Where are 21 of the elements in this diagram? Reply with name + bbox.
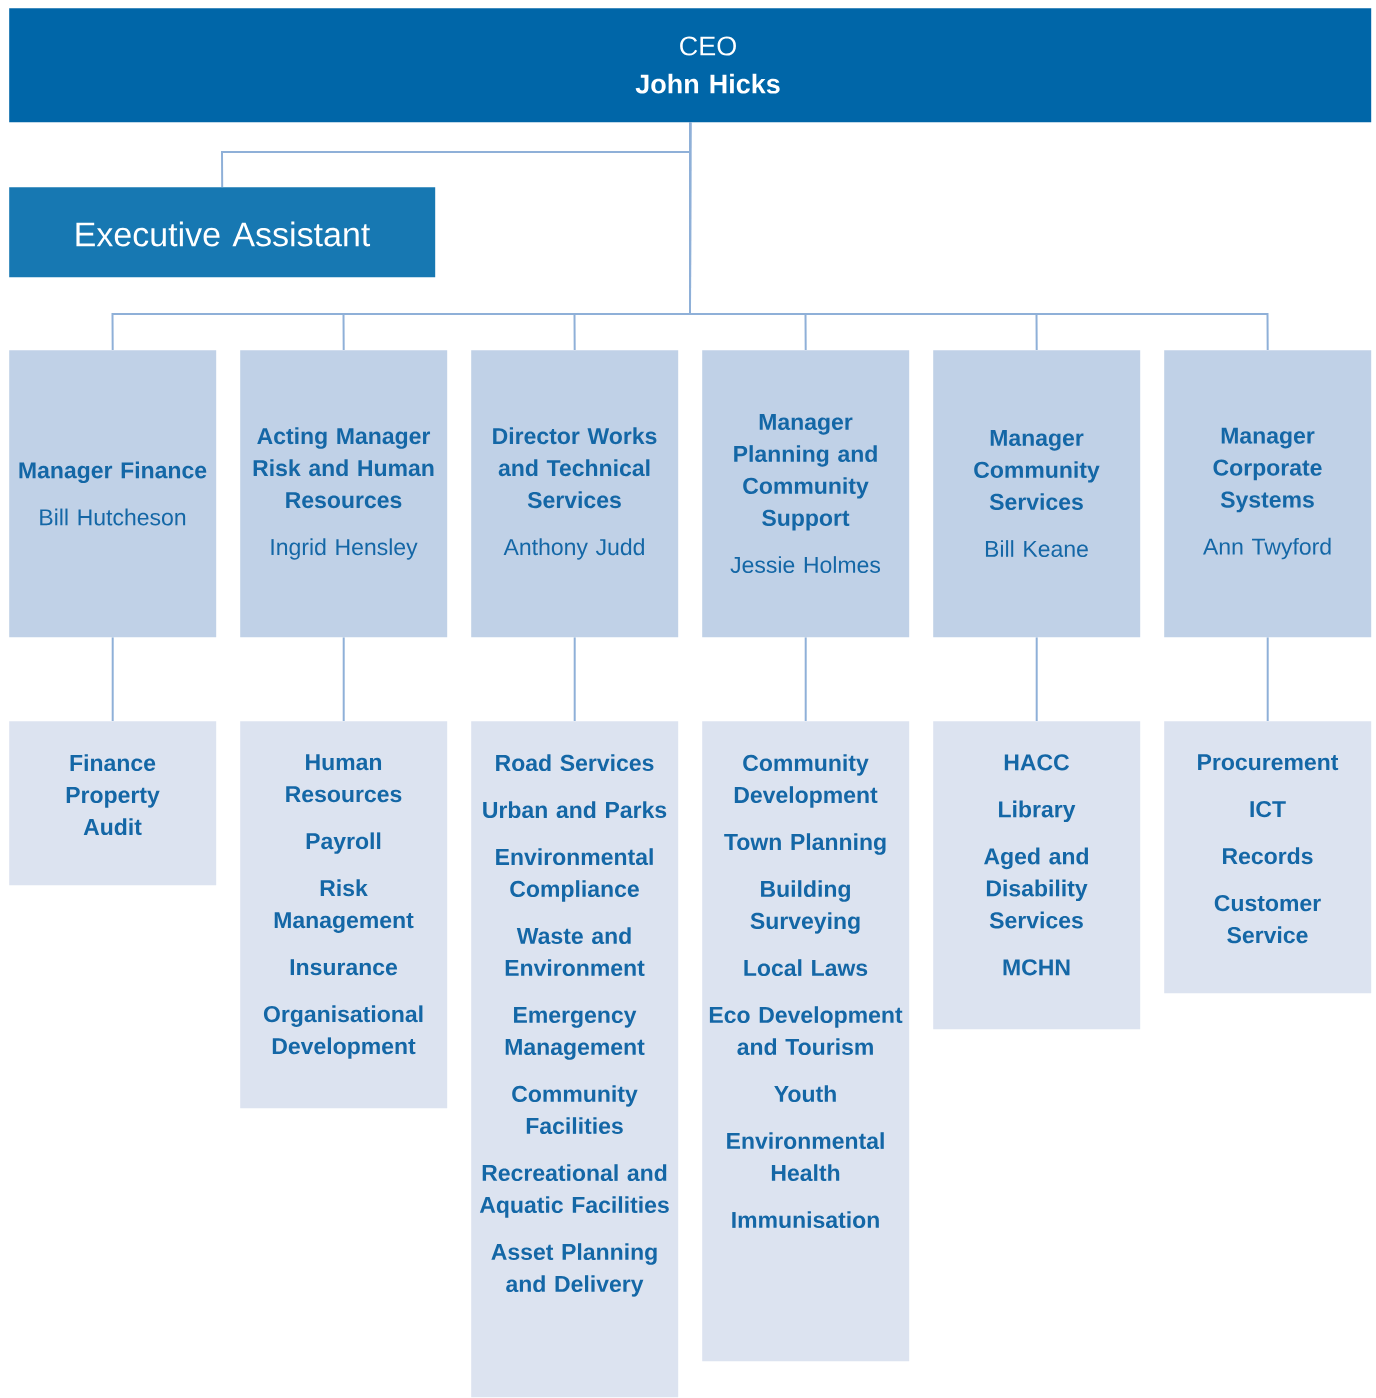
- services-box: Human Resources Payroll Risk Management Insurance Organisational Development: [240, 721, 448, 1109]
- manager-box: Manager Community Services Bill Keane: [933, 350, 1141, 638]
- services-box: Finance Property Audit: [9, 721, 217, 886]
- manager-box: Manager Corporate Systems Ann Twyford: [1164, 350, 1372, 638]
- connector-line: [1035, 636, 1038, 722]
- manager-box: Director Works and Technical Services Anthony Judd: [471, 350, 679, 638]
- connector-line: [689, 121, 1269, 351]
- services-box: Road Services Urban and Parks Environmental Compliance Waste and Environment Emergency Management Community Facilities Recreational and Aquatic Facilities Asset Planning and Delivery: [471, 721, 679, 1398]
- manager-box: Manager Planning and Community Support Jessie Holmes: [702, 350, 910, 638]
- manager-box: Manager Finance Bill Hutcheson: [9, 350, 217, 638]
- connector-line: [804, 636, 807, 722]
- ceo-box: CEO John Hicks: [9, 8, 1372, 123]
- services-box: HACC Library Aged and Disability Services MCHN: [933, 721, 1141, 1030]
- services-box: Procurement ICT Records Customer Service: [1164, 721, 1372, 994]
- manager-box: Acting Manager Risk and Human Resources Ingrid Hensley: [240, 350, 448, 638]
- assistant-box: Executive Assistant: [9, 187, 436, 278]
- connector-line: [111, 636, 114, 722]
- connector-line: [1266, 636, 1269, 722]
- connector-line: [573, 636, 576, 722]
- services-box: Community Development Town Planning Building Surveying Local Laws Eco Development and Tourism Youth Environmental Health Immunisation: [702, 721, 910, 1362]
- connector-line: [342, 636, 345, 722]
